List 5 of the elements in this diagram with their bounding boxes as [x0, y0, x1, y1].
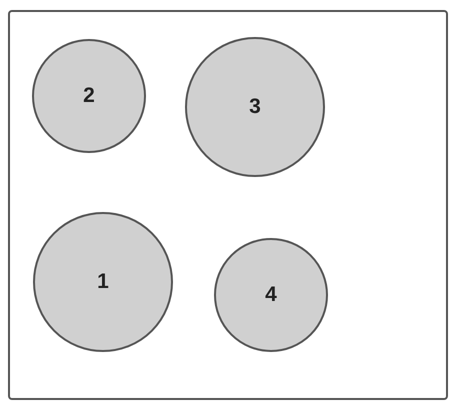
burner-number: 1: [97, 270, 109, 294]
burner-number: 3: [249, 95, 261, 119]
burner-number: 2: [83, 84, 95, 108]
burner-number: 4: [265, 283, 277, 307]
panel-outline: [8, 10, 448, 400]
